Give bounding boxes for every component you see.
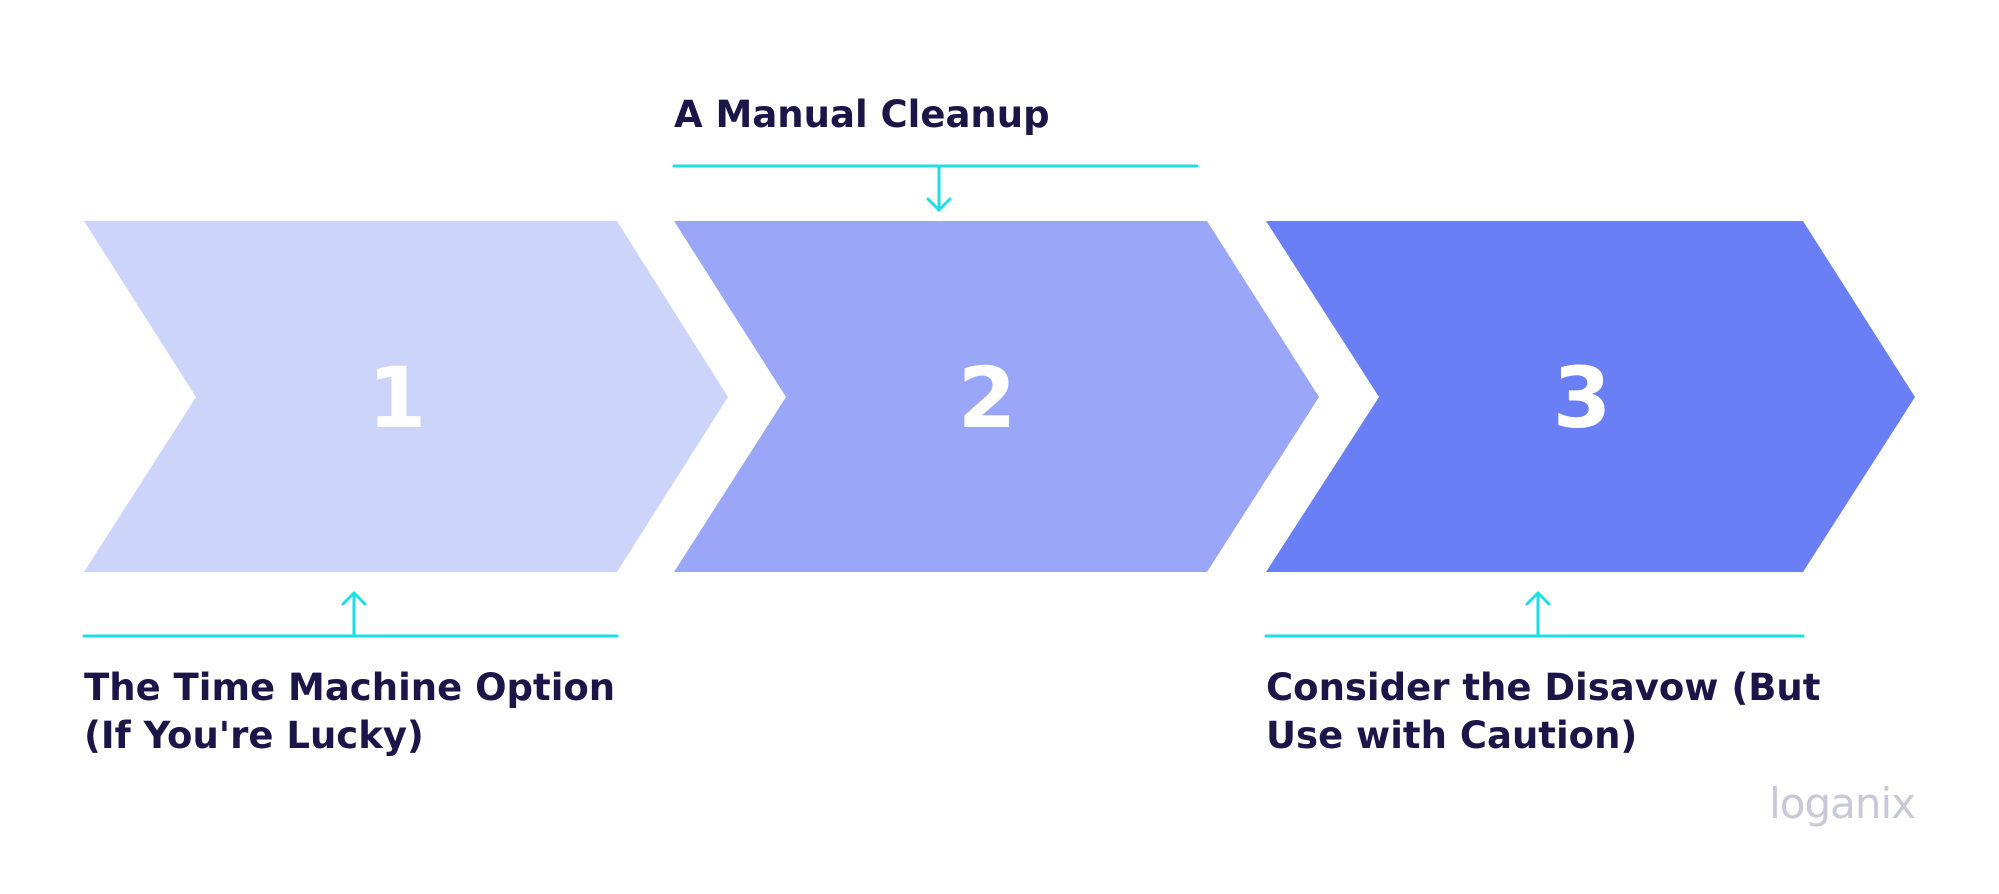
step-1-label-line-2: (If You're Lucky) xyxy=(84,714,424,757)
step-1-connector xyxy=(82,591,619,638)
step-3-label: Consider the Disavow (But Use with Cauti… xyxy=(1266,666,1833,757)
step-3-label-line-2: Use with Caution) xyxy=(1266,714,1637,757)
step-3-number: 3 xyxy=(1553,349,1611,447)
step-2-label-line-1: A Manual Cleanup xyxy=(674,93,1050,136)
step-3-label-line-1: Consider the Disavow (But xyxy=(1266,666,1820,709)
step-2-connector xyxy=(672,164,1199,212)
step-2-chevron xyxy=(674,221,1319,572)
step-3: 3 Consider the Disavow (But Use with Cau… xyxy=(1264,221,1915,757)
step-1-chevron xyxy=(84,221,728,572)
step-2-number: 2 xyxy=(958,349,1016,447)
brand-logo: loganix xyxy=(1769,779,1915,828)
step-3-chevron xyxy=(1266,221,1915,572)
step-2: 2 A Manual Cleanup xyxy=(672,93,1319,572)
step-3-connector xyxy=(1264,591,1805,638)
step-1-label: The Time Machine Option (If You're Lucky… xyxy=(84,666,628,757)
step-1-label-line-1: The Time Machine Option xyxy=(84,666,615,709)
step-1: 1 The Time Machine Option (If You're Luc… xyxy=(82,221,728,757)
arrow-up-icon xyxy=(1525,591,1551,606)
step-1-number: 1 xyxy=(368,349,426,447)
arrow-down-icon xyxy=(926,197,952,212)
arrow-up-icon xyxy=(341,591,367,606)
step-2-label: A Manual Cleanup xyxy=(674,93,1050,136)
